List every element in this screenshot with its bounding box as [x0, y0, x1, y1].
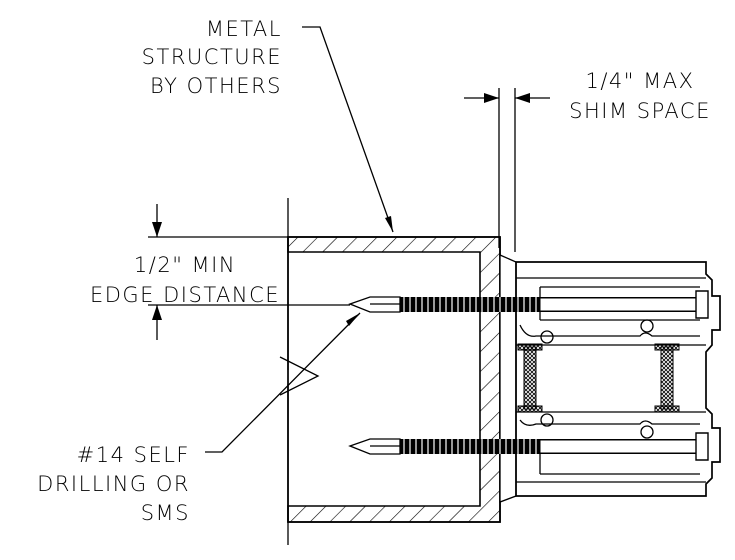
metal-structure-line-1: METAL — [206, 17, 282, 41]
window-frame-extrusion — [515, 261, 721, 497]
metal-structure-section — [279, 198, 501, 545]
screw-label-line-1: #14 SELF — [77, 443, 190, 467]
shim-space-line-1: 1/4" MAX — [585, 69, 694, 93]
screw-bottom-threads — [403, 439, 537, 454]
edge-distance-line-2: EDGE DISTANCE — [90, 283, 280, 307]
screw-top-threads — [403, 297, 537, 312]
shim-space-line-2: SHIM SPACE — [569, 99, 711, 123]
edge-distance-dimension — [148, 204, 350, 340]
metal-structure-label: METAL STRUCTURE BY OTHERS — [142, 17, 282, 98]
screw-leader — [205, 312, 361, 453]
edge-distance-label: 1/2" MIN EDGE DISTANCE — [90, 253, 280, 307]
screw-label-line-3: SMS — [141, 501, 190, 525]
thermal-break-right — [654, 343, 680, 413]
metal-structure-line-3: BY OTHERS — [150, 74, 282, 98]
screw-bottom — [348, 432, 709, 461]
screw-top — [348, 290, 709, 319]
edge-distance-line-1: 1/2" MIN — [134, 253, 236, 277]
thermal-break-left — [517, 343, 543, 413]
shim-space-dimension — [464, 88, 550, 252]
shim — [499, 254, 517, 503]
screw-label-line-2: DRILLING OR — [37, 472, 190, 496]
screw-label: #14 SELF DRILLING OR SMS — [37, 443, 190, 525]
metal-structure-line-2: STRUCTURE — [142, 45, 282, 69]
metal-structure-leader — [302, 26, 394, 233]
shim-space-label: 1/4" MAX SHIM SPACE — [569, 69, 711, 123]
